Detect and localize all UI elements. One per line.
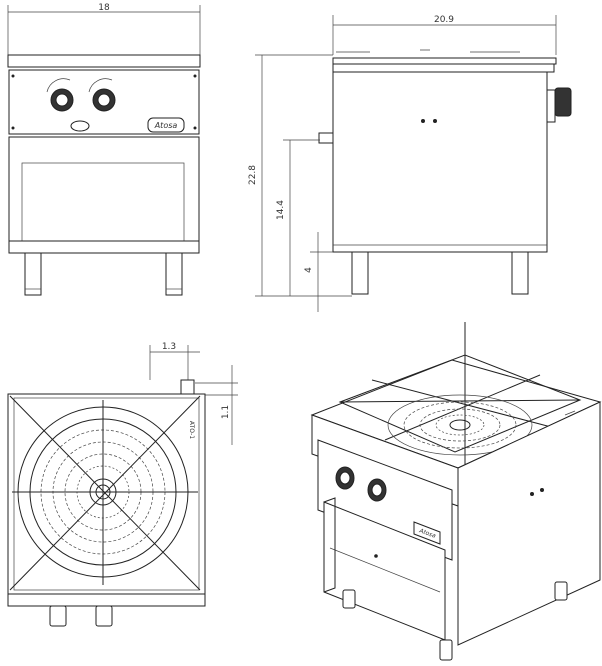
side-top-plate — [332, 63, 555, 73]
top-knob-left — [49, 605, 67, 627]
side-view: 20.9 22.8 14.4 4 — [248, 15, 572, 312]
gas-inlet-offset-v-label: 1.1 — [221, 405, 231, 419]
iso-brand-badge — [413, 521, 441, 545]
iso-grate — [338, 322, 582, 470]
leg-height-label: 4 — [304, 267, 314, 273]
front-brand-badge — [147, 117, 185, 133]
isometric-view: Atosa — [310, 322, 602, 661]
side-grate-top — [332, 57, 557, 65]
front-leg-right — [165, 252, 183, 296]
front-leg-left — [24, 252, 42, 296]
iso-leg-back-right — [554, 581, 568, 601]
burner-height-label: 14.4 — [276, 200, 286, 220]
side-leg-right — [511, 251, 529, 295]
side-gas-inlet — [318, 132, 334, 144]
iso-burner-outer — [387, 394, 533, 456]
side-body — [332, 71, 548, 253]
side-leg-left — [351, 251, 369, 295]
iso-leg-front-right — [439, 639, 453, 661]
top-view: 1.3 1.1 ATO-1 — [7, 342, 238, 627]
gas-inlet-offset-h-label: 1.3 — [162, 342, 176, 352]
front-view: 18 Atosa — [7, 3, 201, 296]
iso-leg-front-left — [342, 589, 356, 609]
front-width-label: 18 — [98, 3, 110, 13]
iso-burner-center — [449, 419, 471, 431]
front-top-plate — [7, 54, 201, 68]
top-grate-bars — [9, 395, 201, 591]
top-knob-right — [95, 605, 113, 627]
top-model-mark: ATO-1 — [188, 421, 195, 439]
side-depth-label: 20.9 — [434, 15, 454, 25]
front-body — [8, 136, 200, 254]
front-small-badge — [70, 120, 90, 132]
front-brand-text: Atosa — [154, 121, 178, 130]
side-knob — [554, 87, 572, 117]
total-height-label: 22.8 — [248, 165, 258, 185]
